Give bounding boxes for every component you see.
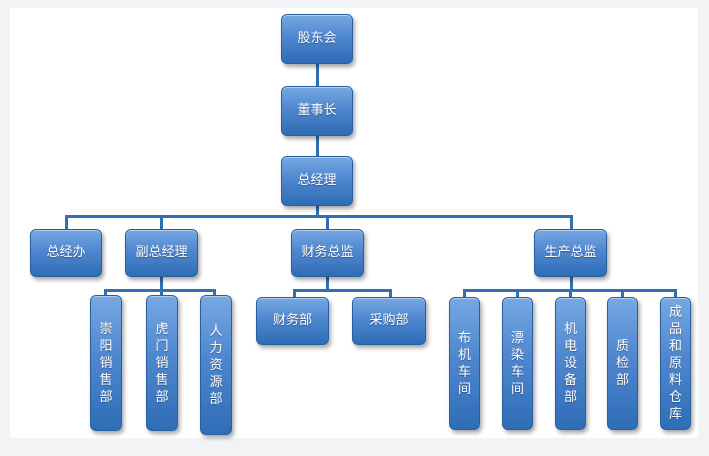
node-board-chairman[interactable]: 董事长 [281,86,353,136]
connector [326,215,329,237]
org-chart: 股东会 董事长 总经理 总经办 副总经理 财务总监 生产总监 崇阳销售部 虎门销… [10,8,698,438]
node-label: 股东会 [297,31,337,46]
connector [621,289,624,301]
node-label: 财务部 [272,313,312,328]
connector [316,64,319,96]
node-label: 生产总监 [544,245,597,260]
node-label: 成品和原料仓库 [668,305,682,422]
node-label: 副总经理 [135,245,188,260]
node-label: 人力资源部 [209,323,223,407]
connector [160,215,163,237]
connector [293,289,296,299]
connector [160,276,163,290]
connector [316,134,319,166]
connector [326,276,329,290]
connector [516,289,519,301]
node-production-director[interactable]: 生产总监 [534,229,607,277]
node-weaving-workshop[interactable]: 布机车间 [449,297,480,430]
node-quality-dept[interactable]: 质检部 [607,297,638,430]
connector [570,215,573,237]
node-sales-chongyang[interactable]: 崇阳销售部 [90,295,122,431]
node-finance-director[interactable]: 财务总监 [291,229,364,277]
node-human-resources[interactable]: 人力资源部 [200,295,232,435]
connector [65,215,68,237]
node-label: 财务总监 [301,245,354,260]
node-gm-office[interactable]: 总经办 [30,229,102,277]
connector [570,276,573,290]
node-shareholders-meeting[interactable]: 股东会 [281,14,353,64]
node-sales-humen[interactable]: 虎门销售部 [146,295,178,431]
connector [104,289,215,292]
node-dyeing-workshop[interactable]: 漂染车间 [502,297,533,430]
node-label: 布机车间 [457,330,471,397]
node-deputy-gm[interactable]: 副总经理 [125,229,198,277]
node-label: 机电设备部 [563,322,577,405]
node-finance-dept[interactable]: 财务部 [256,297,329,345]
node-label: 虎门销售部 [155,321,169,405]
node-warehouse[interactable]: 成品和原料仓库 [660,297,691,430]
node-label: 质检部 [615,339,629,388]
node-label: 总经办 [46,245,86,260]
node-equipment-dept[interactable]: 机电设备部 [555,297,586,430]
connector [674,289,677,301]
node-general-manager[interactable]: 总经理 [281,156,353,206]
connector [316,204,319,216]
connector [463,289,466,301]
node-label: 董事长 [297,103,337,118]
connector [389,289,392,299]
connector [569,289,572,301]
node-label: 崇阳销售部 [99,321,113,405]
connector [65,215,572,218]
node-label: 采购部 [369,313,409,328]
node-label: 漂染车间 [510,330,524,397]
connector [293,289,391,292]
node-label: 总经理 [297,173,337,188]
node-purchasing-dept[interactable]: 采购部 [352,297,426,345]
